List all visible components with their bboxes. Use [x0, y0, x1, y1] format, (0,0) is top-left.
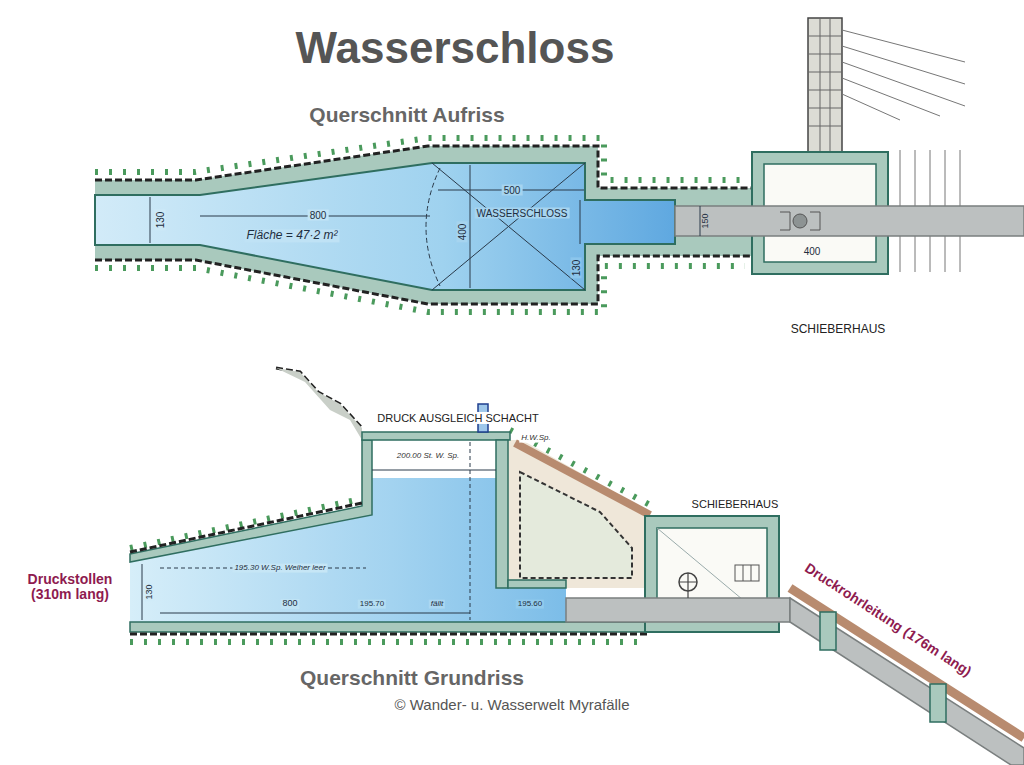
grass-hatching: [95, 138, 745, 312]
drawing-label: 200.00 St. W. Sp.: [395, 452, 461, 461]
stone-hatching: [808, 18, 842, 154]
drawing-label: 130: [155, 210, 166, 231]
drawing-label: © Wander- u. Wasserwelt Myrafälle: [395, 697, 630, 714]
earth-layer: [515, 443, 650, 515]
drawing-label: fällt: [429, 600, 445, 609]
shaft-slab: [362, 432, 510, 440]
drawing-label: SCHIEBERHAUS: [789, 323, 888, 336]
anchor-block: [820, 612, 946, 722]
rock-outline: [130, 633, 650, 636]
stone-wall: [808, 18, 842, 154]
drawing-label: 195.70: [358, 600, 386, 609]
dimension-arc: [426, 168, 440, 286]
dimension-lines: [150, 163, 700, 290]
water-body: [95, 163, 675, 290]
pipe: [675, 206, 1024, 236]
earth-layer: [790, 588, 1024, 738]
drawing-label: DRUCK AUSGLEICH SCHACHT: [375, 412, 540, 424]
drawing-label: 800: [308, 210, 329, 221]
drawing-label: Fläche = 47·2 m²: [244, 229, 339, 242]
drawing-label: 130: [571, 258, 582, 279]
drawing-label: WASSERSCHLOSS: [475, 208, 570, 219]
drawing-label: H.W.Sp.: [519, 434, 552, 443]
drawing-label: 130: [145, 582, 155, 601]
dimension-lines: [142, 470, 496, 620]
drawing-label: Querschnitt Aufriss: [309, 103, 504, 126]
concrete-wall: [130, 440, 372, 562]
embankment: [508, 440, 650, 588]
rock-face: [276, 368, 362, 440]
drawing-label: 800: [280, 599, 299, 609]
drawing-label: 195.30 W.Sp. Weiher leer: [232, 564, 327, 573]
water-level-line: [160, 442, 470, 620]
valve-symbol: [793, 214, 807, 228]
drawing-label: 500: [502, 185, 523, 196]
rock-outline: [130, 503, 362, 552]
drawing-label: Querschnitt Grundriss: [300, 666, 524, 689]
valve-flange: [780, 212, 820, 230]
title: Wasserschloss: [296, 24, 615, 72]
drawing-label: 400: [802, 246, 823, 257]
rock-outline: [95, 146, 752, 304]
valve-gear: [735, 565, 759, 581]
shaft-air: [372, 440, 496, 478]
valve-spindle: [679, 573, 697, 598]
drawing-label: Druckstollen (310m lang): [18, 572, 122, 603]
fill-block: [520, 472, 632, 578]
concrete-wall: [496, 440, 508, 588]
drawing-label: 150: [701, 211, 711, 230]
pipe: [566, 598, 790, 622]
drawing-label: SCHIEBERHAUS: [690, 498, 781, 510]
drawing-label: 195.60: [516, 600, 544, 609]
concrete-floor: [130, 622, 650, 632]
concrete-wall: [508, 580, 566, 588]
valve-gear: [743, 565, 751, 581]
drawing-label: 400: [457, 222, 468, 243]
